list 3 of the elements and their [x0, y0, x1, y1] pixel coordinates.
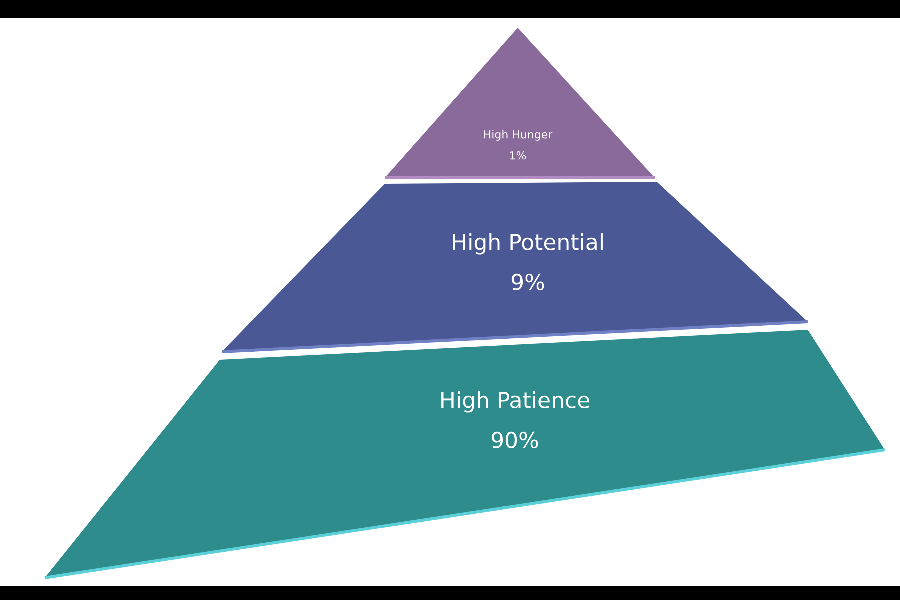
pyramid-tier: High Patience 90% — [44, 330, 886, 580]
pyramid-tier: High Hunger 1% — [385, 28, 655, 180]
pyramid-tier: High Potential 9% — [222, 182, 808, 354]
